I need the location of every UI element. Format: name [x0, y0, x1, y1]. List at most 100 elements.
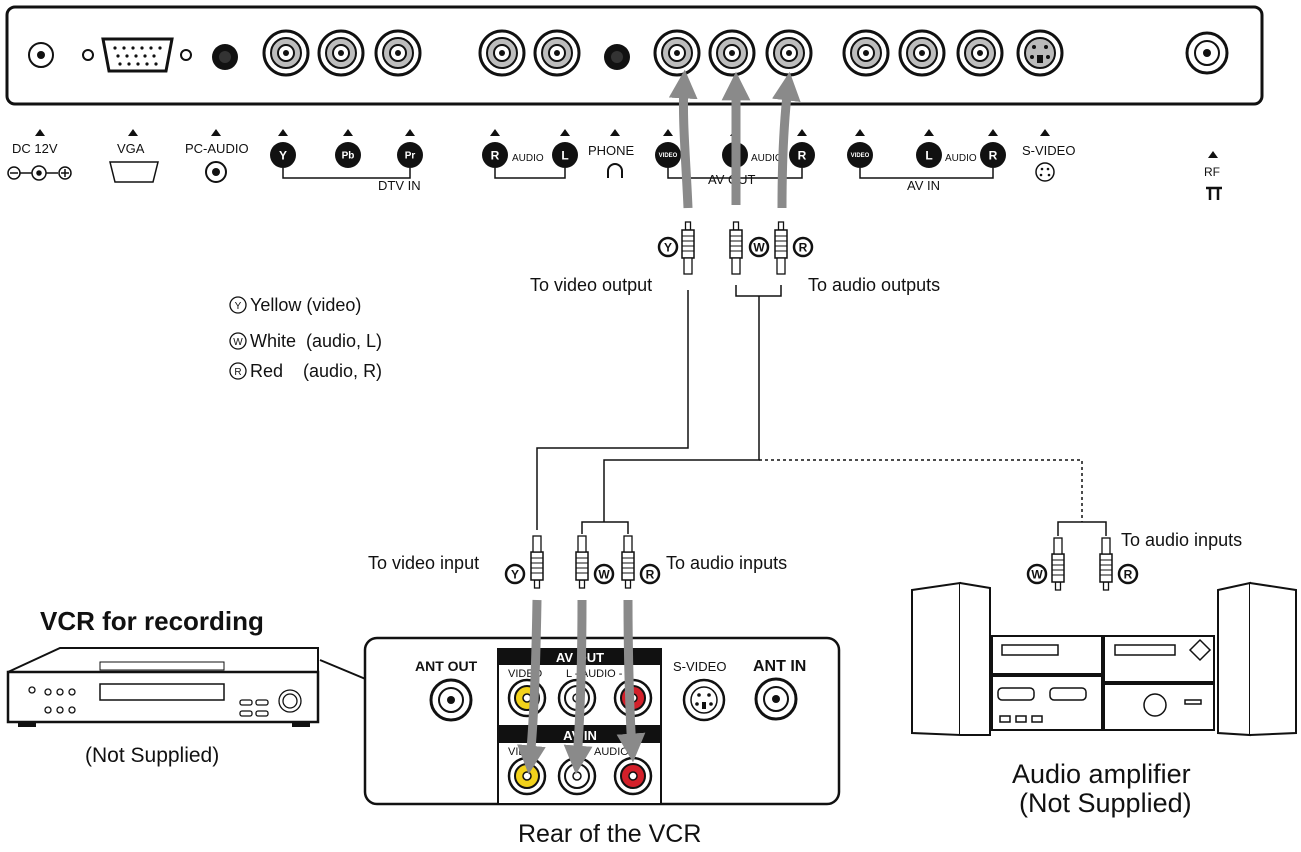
rca-plug-icon: [681, 221, 695, 275]
rca-jack-icon: [842, 29, 890, 77]
svg-text:R: R: [798, 148, 807, 162]
svg-text:R: R: [491, 148, 500, 162]
rca-jack-icon: [765, 29, 813, 77]
cables: [536, 285, 1107, 536]
svg-text:R: R: [646, 568, 655, 582]
phone-jack-icon: [604, 44, 630, 70]
label-av-in: AV IN: [907, 178, 940, 193]
rear-label-audio-in: AUDIO: [594, 746, 629, 758]
rear-rca-jack-icon: [507, 756, 547, 796]
legend-item-yellow: Y Yellow (video): [229, 295, 361, 315]
svg-text:R: R: [234, 367, 241, 378]
rca-jack-icon: [653, 29, 701, 77]
port-badge: Y: [270, 142, 296, 168]
label-audio-3: AUDIO: [945, 153, 977, 164]
plug-color-mark: W: [748, 236, 770, 258]
svg-text:W: W: [1031, 568, 1043, 582]
svg-text:VIDEO: VIDEO: [851, 153, 870, 159]
label-dtv-in: DTV IN: [378, 178, 421, 193]
svg-text:L: L: [561, 148, 568, 162]
ant-in-jack-icon: [754, 677, 798, 721]
rear-s-video-jack-icon: [682, 678, 726, 722]
dc-polarity-icon: [7, 165, 72, 181]
rca-plug-icon: [530, 535, 544, 589]
pc-audio-jack-icon: [212, 44, 238, 70]
svg-text:R: R: [799, 241, 808, 255]
audio-amplifier: Audio amplifier (Not Supplied): [911, 581, 1297, 818]
rear-label-audio-out: L - AUDIO - R: [566, 668, 633, 680]
s-video-small-icon: [1035, 162, 1055, 182]
rca-plug-icon: [621, 535, 635, 589]
rear-rca-jack-icon: [557, 756, 597, 796]
svg-text:Yellow (video): Yellow (video): [250, 295, 361, 315]
tv-rear-panel: [5, 5, 1264, 106]
legend-item-white: W White (audio, L): [229, 331, 382, 351]
rca-plug-icon: [729, 221, 743, 275]
color-legend: Y Yellow (video) W White (audio, L) R Re…: [229, 295, 382, 381]
rca-jack-icon: [374, 29, 422, 77]
rear-rca-jack-icon: [507, 678, 547, 718]
rca-plug-icon: [575, 535, 589, 589]
plug-color-mark: W: [593, 563, 615, 585]
label-pc-audio: PC-AUDIO: [185, 141, 249, 156]
rear-label-ant-out: ANT OUT: [415, 658, 478, 674]
svg-text:Red (audio, R): Red (audio, R): [250, 361, 382, 381]
rca-jack-icon: [708, 29, 756, 77]
svg-text:Y: Y: [279, 148, 287, 162]
rca-plug-icon: [1099, 537, 1113, 591]
vcr-rear-panel: ANT OUT AV OUT VIDEO L - AUDIO - R AV IN…: [363, 636, 841, 848]
port-badge: R: [980, 142, 1006, 168]
label-audio-2: AUDIO: [751, 153, 783, 164]
ant-out-jack-icon: [429, 678, 473, 722]
label-s-video: S-VIDEO: [1022, 143, 1075, 158]
label-rf: RF: [1204, 165, 1220, 179]
vcr-title: VCR for recording: [40, 606, 264, 636]
plug-color-mark: Y: [504, 563, 526, 585]
svg-text:R: R: [1124, 568, 1133, 582]
svg-text:Y: Y: [664, 241, 672, 255]
rca-jack-icon: [956, 29, 1004, 77]
amplifier-title: Audio amplifier: [1012, 759, 1191, 789]
antenna-icon: [1206, 186, 1222, 200]
svg-text:W: W: [233, 337, 243, 348]
label-phone: PHONE: [588, 143, 635, 158]
rca-plug-icon: [1051, 537, 1065, 591]
svg-text:Pr: Pr: [405, 151, 416, 162]
port-badge: VIDEO: [655, 142, 681, 168]
s-video-jack-icon: [1016, 29, 1064, 77]
svg-text:L: L: [925, 148, 932, 162]
signal-arrows: [517, 69, 801, 775]
legend-item-red: R Red (audio, R): [229, 361, 382, 381]
svg-text:Y: Y: [511, 568, 519, 582]
pc-audio-icon: [205, 161, 227, 183]
label-to-audio-inputs-amp: To audio inputs: [1121, 530, 1242, 550]
vga-port-icon: [82, 37, 192, 73]
svg-text:W: W: [598, 568, 610, 582]
rear-label-s-video: S-VIDEO: [673, 659, 726, 674]
rca-jack-icon: [478, 29, 526, 77]
svg-text:R: R: [989, 148, 998, 162]
rca-jack-icon: [898, 29, 946, 77]
dc-jack-icon: [28, 42, 54, 68]
rf-jack-icon: [1185, 31, 1229, 75]
plug-color-mark: R: [639, 563, 661, 585]
plug-color-mark: Y: [657, 236, 679, 258]
vcr-device: VCR for recording (Not Supplied): [6, 606, 369, 767]
plug-color-mark: R: [792, 236, 814, 258]
plug-color-mark: R: [1117, 563, 1139, 585]
port-badge: R: [789, 142, 815, 168]
label-to-video-input: To video input: [368, 553, 479, 573]
headphone-icon: [607, 163, 623, 178]
rca-jack-icon: [317, 29, 365, 77]
plugs: Y W R Y W R W R: [504, 221, 1139, 591]
svg-text:VIDEO: VIDEO: [659, 153, 678, 159]
vga-icon: [109, 161, 159, 183]
label-dc12v: DC 12V: [12, 141, 58, 156]
label-to-video-output: To video output: [530, 275, 652, 295]
vcr-not-supplied: (Not Supplied): [85, 744, 219, 767]
rear-caption: Rear of the VCR: [518, 820, 701, 848]
label-to-audio-outputs: To audio outputs: [808, 275, 940, 295]
port-badge: R: [482, 142, 508, 168]
svg-text:White (audio, L): White (audio, L): [250, 331, 382, 351]
